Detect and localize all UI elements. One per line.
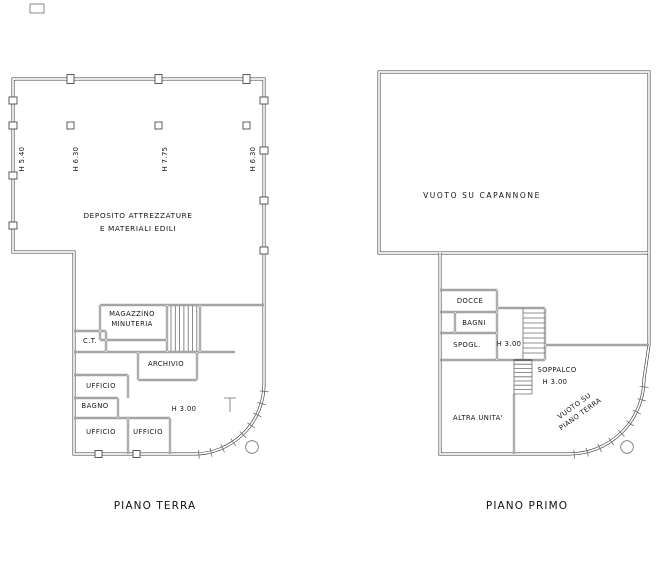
piano-terra-title: PIANO TERRA bbox=[114, 500, 197, 512]
primo-partitions-core bbox=[440, 289, 649, 454]
ct-label: C.T. bbox=[83, 337, 97, 345]
piano-terra-plan: H 5.40 H 6.30 H 7.75 H 6.30 DEPOSITO ATT… bbox=[8, 3, 269, 512]
archivio-label: ARCHIVIO bbox=[148, 360, 184, 368]
terra-curtainwall-ticks bbox=[198, 390, 269, 459]
soppalco-label-line1: SOPPALCO bbox=[537, 366, 576, 374]
bagni-label: BAGNI bbox=[462, 319, 486, 327]
terra-height-4: H 6.30 bbox=[249, 147, 257, 172]
vuoto-capannone-label: VUOTO SU CAPANNONE bbox=[423, 191, 541, 200]
terra-height-3: H 7.75 bbox=[161, 147, 169, 172]
altra-unita-label: ALTRA UNITA' bbox=[453, 414, 503, 422]
terra-partitions-core bbox=[74, 304, 264, 454]
terra-h300-label: H 3.00 bbox=[172, 405, 197, 413]
spogl-label: SPOGL. bbox=[453, 341, 480, 349]
magazzino-label-line1: MAGAZZINO bbox=[109, 310, 155, 318]
magazzino-label-line2: MINUTERIA bbox=[111, 320, 152, 328]
primo-curtainwall-ticks bbox=[573, 386, 649, 459]
deposito-label-line1: DEPOSITO ATTREZZATURE bbox=[83, 211, 192, 220]
primo-stairs bbox=[522, 308, 545, 360]
terra-height-2: H 6.30 bbox=[72, 147, 80, 172]
terra-pilasters bbox=[8, 74, 269, 458]
terra-outer-wall-core bbox=[12, 78, 265, 455]
primo-h300-label: H 3.00 bbox=[497, 340, 522, 348]
terra-height-1: H 5.40 bbox=[18, 147, 26, 172]
ufficio-a-label: UFFICIO bbox=[86, 382, 116, 390]
primo-wing-wall-core bbox=[439, 253, 650, 455]
primo-soppalco-stair bbox=[513, 359, 533, 395]
corner-detail-box bbox=[29, 3, 45, 14]
terra-wall-t-mark bbox=[224, 397, 236, 412]
primo-void-outline bbox=[377, 70, 651, 255]
deposito-label-line2: E MATERIALI EDILI bbox=[100, 224, 176, 233]
terra-stairs bbox=[170, 306, 198, 351]
vuoto-piano-terra-label: VUOTO SU PIANO TERRA bbox=[556, 391, 603, 432]
primo-column-circle bbox=[620, 440, 634, 454]
terra-column-circle bbox=[245, 440, 259, 454]
piano-primo-title: PIANO PRIMO bbox=[486, 500, 568, 512]
ufficio-c-label: UFFICIO bbox=[133, 428, 163, 436]
primo-void-outline-core bbox=[378, 71, 650, 254]
ufficio-b-label: UFFICIO bbox=[86, 428, 116, 436]
piano-primo-plan: VUOTO SU CAPANNONE DOCCE BAGNI SPOGL. H … bbox=[377, 70, 651, 512]
docce-label: DOCCE bbox=[457, 297, 483, 305]
bagno-label: BAGNO bbox=[82, 402, 109, 410]
soppalco-label-line2: H 3.00 bbox=[543, 378, 568, 386]
